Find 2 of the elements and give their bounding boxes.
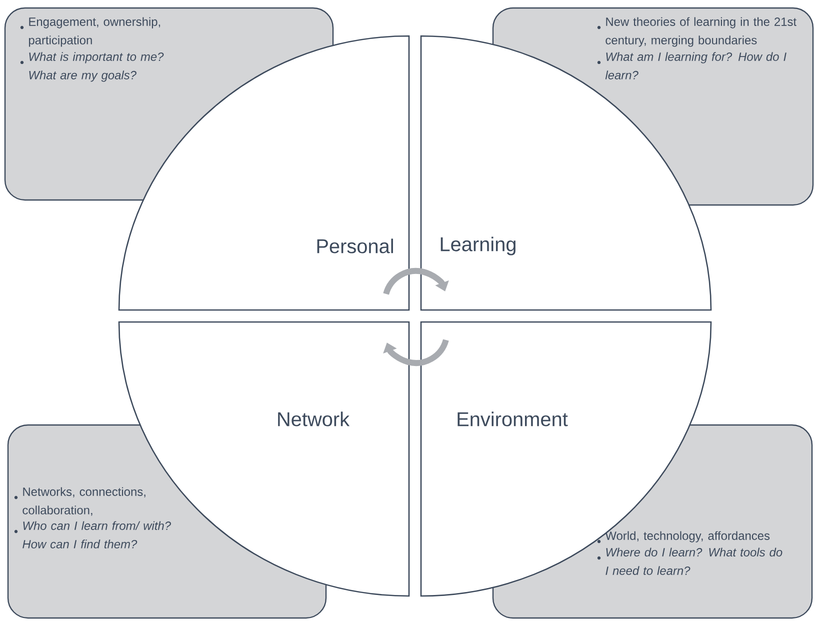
cycle-arrow (383, 339, 449, 366)
cycle-arrow (383, 268, 449, 295)
